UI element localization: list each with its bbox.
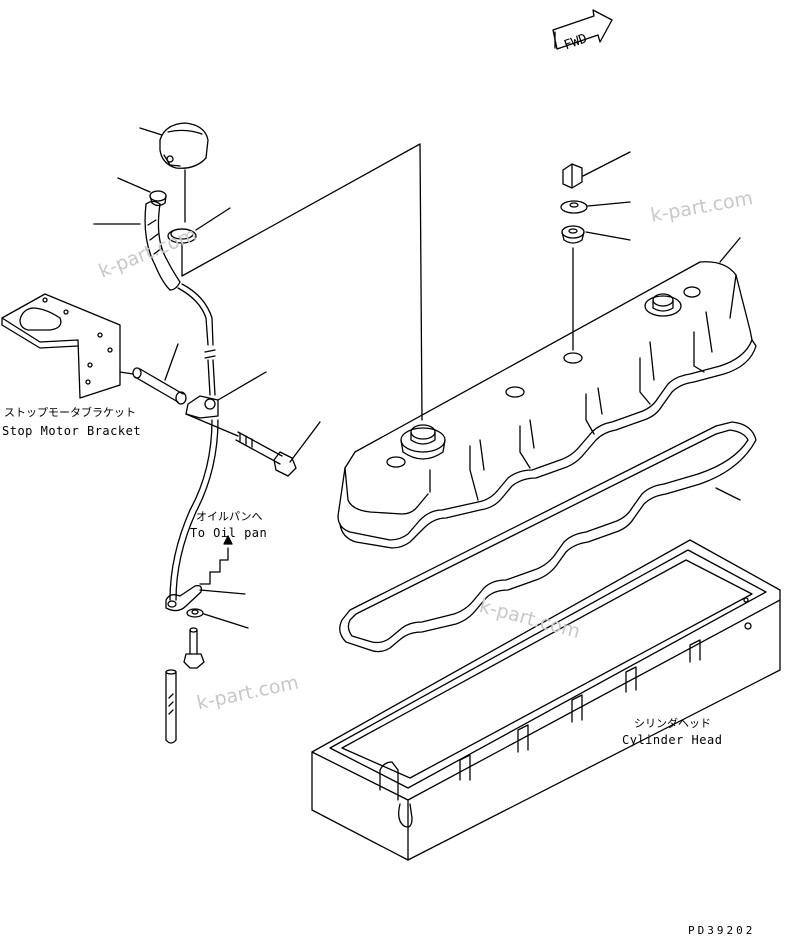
- breather-port: [644, 293, 682, 317]
- drawing-code: PD39202: [688, 924, 756, 937]
- cover-washer: [560, 200, 631, 214]
- fwd-arrow-icon: [552, 9, 613, 50]
- washer: [186, 608, 249, 629]
- tube-break-mark: [204, 349, 216, 359]
- spacer-collar: [119, 343, 187, 405]
- to-oil-pan-label-jp: オイルパンへ: [196, 510, 263, 523]
- boss-center: [505, 386, 525, 398]
- cover-bolt: [562, 151, 631, 189]
- oil-filler-neck: [400, 424, 446, 460]
- cylinder-head: [311, 539, 781, 861]
- to-oil-pan-arrow-icon: [199, 535, 233, 585]
- hose-clamp: [117, 177, 167, 207]
- cover-gasket: [339, 421, 757, 653]
- breather-tube: [169, 287, 213, 601]
- cover-grommet: [561, 225, 631, 244]
- boss-left: [386, 456, 406, 468]
- to-oil-pan-label-en: To Oil pan: [190, 526, 268, 540]
- stop-motor-bracket: [1, 293, 121, 399]
- stop-motor-bracket-label-en: Stop Motor Bracket: [2, 424, 142, 438]
- cylinder-head-label-jp: シリンダヘッド: [634, 717, 711, 730]
- stop-motor-bracket-label-jp: ストップモータブラケット: [4, 406, 136, 419]
- long-bolt: [235, 421, 321, 477]
- fwd-label: FWD: [562, 31, 589, 53]
- breather-hose: [93, 200, 181, 291]
- boss-rear: [683, 286, 701, 298]
- cylinder-head-label-en: Cylinder Head: [622, 733, 723, 747]
- lower-tube: [165, 669, 177, 744]
- breather-tube-side: [175, 283, 219, 601]
- tube-clip: [185, 371, 267, 437]
- eye-bolt: [183, 627, 205, 669]
- valve-cover: [337, 237, 757, 549]
- oil-filler-cap: [139, 122, 209, 169]
- boss-right: [563, 352, 583, 364]
- filler-leader-line: [181, 143, 423, 421]
- eye-fitting: [165, 584, 246, 612]
